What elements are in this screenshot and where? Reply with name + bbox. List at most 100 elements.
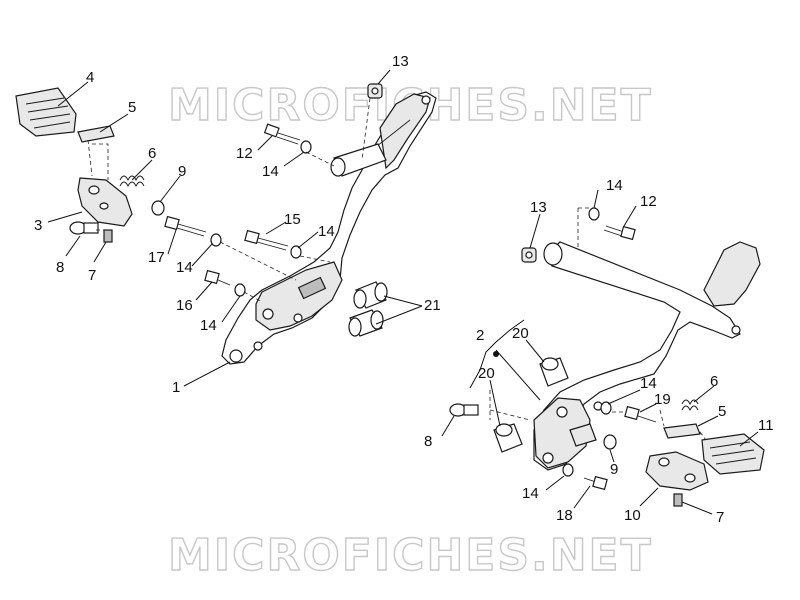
bolt-12-head-left (263, 123, 280, 138)
bolt-15 (244, 229, 302, 259)
callout-6-left: 6 (148, 145, 156, 162)
callout-2: 2 (476, 327, 484, 344)
callout-16: 16 (176, 297, 193, 314)
plate-5-right (663, 423, 701, 439)
left-bracket-logo (297, 276, 327, 300)
right-footpeg-10 (645, 451, 709, 491)
callout-9-left: 9 (178, 163, 186, 180)
callout-4-left: 4 (86, 69, 94, 86)
right-plate-5 (663, 423, 701, 439)
callout-14-right-low: 14 (522, 485, 539, 502)
left-hanger-hole (421, 95, 431, 105)
circlip-9-left (151, 200, 165, 216)
right-spring-6 (681, 399, 699, 412)
callout-10: 10 (624, 507, 641, 524)
bolt-17 (164, 215, 222, 247)
right-arm-end (543, 242, 563, 266)
callout-13-right: 13 (530, 199, 547, 216)
left-bracket-hole-c (262, 308, 274, 320)
screw-7-right (673, 493, 683, 507)
callout-6-right: 6 (710, 373, 718, 390)
bolt-15-head (244, 229, 260, 245)
circlip-9-right (603, 434, 617, 450)
left-plate-5 (77, 125, 115, 143)
callout-14-right-mid: 14 (640, 375, 657, 392)
spring-6-left (119, 175, 145, 182)
left-sleeve-end (330, 157, 346, 177)
callout-15: 15 (284, 211, 301, 228)
footpeg-rubber-left (15, 87, 77, 137)
right-bolt-18 (562, 463, 608, 491)
washer-14-mid (290, 245, 302, 259)
callout-14-low: 14 (200, 317, 217, 334)
callout-17: 17 (148, 249, 165, 266)
left-footpeg-rubber-4 (15, 87, 77, 137)
callout-11: 11 (758, 417, 774, 434)
left-pin-8 (69, 221, 99, 235)
plate-5-left (77, 125, 115, 143)
right-screw-7 (673, 493, 683, 507)
left-upper-hanger (379, 93, 431, 170)
bolt-12-head-right (620, 225, 636, 241)
left-bracket-hole-b (253, 341, 263, 351)
left-screw-7 (103, 229, 113, 243)
washer-14-left-top (300, 140, 312, 154)
callout-5-left: 5 (128, 99, 136, 116)
callout-5-right: 5 (718, 403, 726, 420)
left-spring-6 (119, 175, 145, 188)
callout-20-upper: 20 (512, 325, 529, 342)
bolt-19-head (624, 405, 640, 421)
callout-14-left-mid: 14 (176, 259, 193, 276)
bolt-17-head (164, 215, 180, 231)
bolt-18-head (592, 475, 608, 491)
right-bolt-12 (588, 207, 636, 241)
callout-14-right-top: 14 (606, 177, 623, 194)
leader-lines (47, 69, 759, 515)
callout-8-left: 8 (56, 259, 64, 276)
footpeg-rubber-right (701, 433, 765, 475)
washer-14-right-top (588, 207, 600, 221)
right-bolt-19 (600, 401, 657, 423)
right-footpeg-rubber-11 (701, 433, 765, 475)
bolt-16 (204, 269, 246, 297)
right-nut-13 (521, 247, 537, 263)
bushings-20 (493, 357, 569, 453)
callout-20-lower: 20 (478, 365, 495, 382)
callout-3: 3 (34, 217, 42, 234)
left-circlip-9 (151, 200, 165, 216)
callout-7-left: 7 (88, 267, 96, 284)
watermark-bottom: MICROFICHES.NET (168, 530, 653, 581)
left-bracket-hole-a (229, 349, 243, 363)
callout-8-right: 8 (424, 433, 432, 450)
left-nut-13 (367, 83, 383, 99)
washer-14-right-low (562, 463, 574, 477)
screw-7-left (103, 229, 113, 243)
right-heel-pad (703, 241, 761, 307)
callout-13-left: 13 (392, 53, 409, 70)
right-bracket-assembly (533, 241, 741, 471)
washer-14-low (234, 283, 246, 297)
callout-12-left: 12 (236, 145, 253, 162)
left-bracket-hole-d (293, 313, 303, 323)
washer-14-right-mid (600, 401, 612, 415)
assembly-guides (87, 97, 707, 441)
footpeg-bracket-left (77, 177, 133, 227)
callout-21: 21 (424, 297, 441, 314)
right-bracket-plate (533, 397, 591, 469)
bushings-21 (348, 281, 388, 337)
right-circlip-9 (603, 434, 617, 450)
right-pin-8 (449, 403, 479, 417)
left-bolt-12 (263, 123, 312, 154)
callout-1: 1 (172, 379, 180, 396)
callout-14-mid: 14 (318, 223, 335, 240)
callout-7-right: 7 (716, 509, 724, 526)
callout-14-top: 14 (262, 163, 279, 180)
callout-18: 18 (556, 507, 573, 524)
right-heel-pad-body (703, 241, 761, 307)
callout-labels: 4 5 6 9 3 8 7 13 12 14 15 17 14 14 16 14… (34, 53, 774, 526)
left-footpeg-3 (77, 177, 133, 227)
footpeg-bracket-right (645, 451, 709, 491)
callout-9-right: 9 (610, 461, 618, 478)
